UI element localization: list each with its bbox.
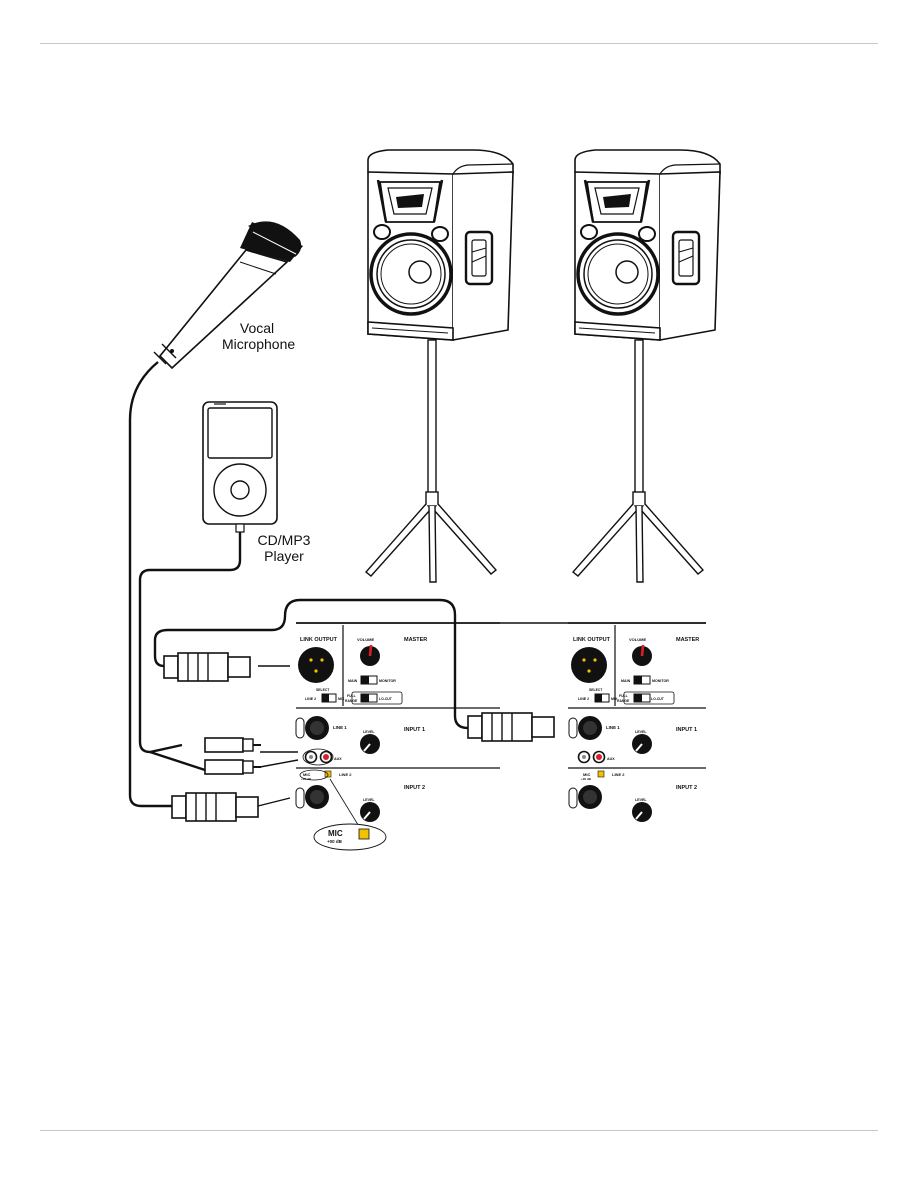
microphone [153, 218, 303, 370]
panel-left [295, 622, 706, 851]
monitor-label: MONITOR [379, 679, 396, 683]
monitor-label-right: MONITOR [652, 679, 669, 683]
aux-label-right: AUX [607, 757, 615, 761]
mix-label: MIX [338, 697, 345, 701]
input1-label: INPUT 1 [404, 727, 425, 733]
volume-label: VOLUME [357, 637, 374, 642]
select-label-right: SELECT [589, 688, 603, 692]
panel-left-labels: LINK OUTPUT MASTER VOLUME SELECT LINE 2 … [300, 637, 427, 844]
range-label-right: RANGE [617, 699, 630, 703]
level1-label-right: LEVEL [635, 730, 647, 734]
aux-label: AUX [334, 757, 342, 761]
input2-label-right: INPUT 2 [676, 785, 697, 791]
rca-connector-bottom [204, 759, 262, 775]
mic-caption-line1: Vocal [239, 320, 275, 336]
zoom-db-label: +00 dB [327, 839, 343, 844]
level2-label: LEVEL [363, 798, 375, 802]
cables [128, 361, 469, 808]
full-label-right: FULL [619, 694, 628, 698]
header-rule [40, 43, 878, 44]
level2-label-right: LEVEL [635, 798, 647, 802]
mic-caption-line2: Microphone [222, 336, 296, 352]
line2-small-label-right: LINE 2 [612, 772, 625, 777]
link-output-label-right: LINK OUTPUT [573, 637, 611, 643]
main-label: MAIN [348, 679, 358, 683]
full-label: FULL [347, 694, 356, 698]
lo-cut-label: LO-CUT [379, 697, 393, 701]
mix-label-right: MIX [611, 697, 618, 701]
player-caption-line1: CD/MP3 [257, 532, 311, 548]
line2-small-label: LINE 2 [339, 772, 352, 777]
line1-label-right: LINE 1 [606, 725, 620, 730]
player-caption-line2: Player [264, 548, 304, 564]
rca-connector-top [204, 737, 262, 753]
footer-rule [40, 1130, 878, 1131]
xlr-mic-connector [171, 792, 259, 822]
player-caption: CD/MP3 Player [252, 532, 316, 564]
line2-select-label: LINE 2 [305, 697, 316, 701]
panel-right [568, 622, 706, 823]
master-label-right: MASTER [676, 637, 699, 643]
master-label: MASTER [404, 637, 427, 643]
level1-label: LEVEL [363, 730, 375, 734]
select-label: SELECT [316, 688, 330, 692]
zoom-mic-label: MIC [328, 829, 343, 838]
mic-small-label: MIC [303, 772, 310, 777]
speaker-right [571, 148, 722, 584]
line2-select-label-right: LINE 2 [578, 697, 589, 701]
lo-cut-label-right: LO-CUT [651, 697, 665, 701]
xlr-link-input-connector [467, 712, 555, 742]
main-label-right: MAIN [621, 679, 631, 683]
link-output-label: LINK OUTPUT [300, 637, 338, 643]
speaker-left [364, 148, 515, 584]
mp3-player [202, 401, 278, 533]
xlr-link-connector [163, 652, 251, 682]
panel-right-labels: LINK OUTPUT MASTER VOLUME SELECT LINE 2 … [573, 637, 699, 802]
line1-label: LINE 1 [333, 725, 347, 730]
input1-label-right: INPUT 1 [676, 727, 697, 733]
mic-small-label-right: MIC [583, 772, 590, 777]
microphone-caption: Vocal Microphone [222, 320, 296, 352]
mic-db-small-label: +00 dB [301, 777, 312, 781]
mic-db-small-label-right: +00 dB [581, 777, 592, 781]
input2-label: INPUT 2 [404, 785, 425, 791]
volume-label-right: VOLUME [629, 637, 646, 642]
range-label: RANGE [345, 699, 358, 703]
